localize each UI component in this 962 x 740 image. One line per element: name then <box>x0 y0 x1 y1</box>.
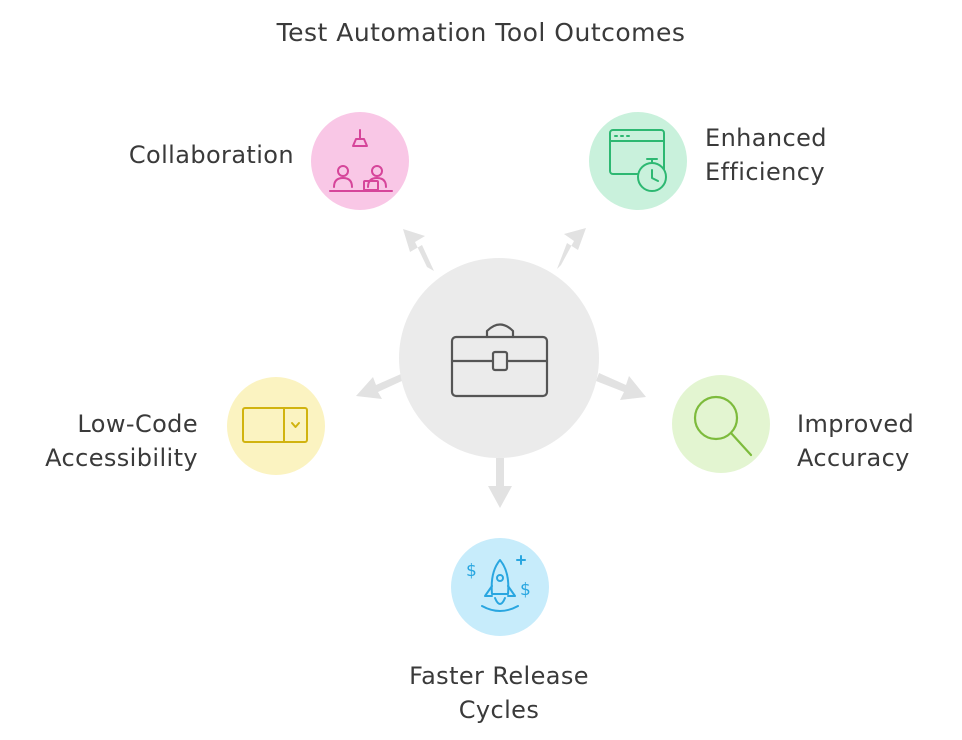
collaboration-circle <box>311 112 409 210</box>
label-collaboration: Collaboration <box>129 138 294 172</box>
arrow-to-efficiency <box>557 228 586 269</box>
label-lowcode-line-1: Low-Code <box>77 410 198 438</box>
magnifier-icon <box>693 395 753 457</box>
rocket-icon: $ $ <box>466 555 531 612</box>
label-release-line-2: Cycles <box>458 696 540 724</box>
arrow-to-collaboration <box>403 229 434 271</box>
browser-stopwatch-icon <box>609 129 667 192</box>
label-release-line-1: Faster Release <box>409 662 589 690</box>
lowcode-circle <box>227 377 325 475</box>
label-accuracy-line-1: Improved <box>797 410 915 438</box>
label-release: Faster Release Cycles <box>344 659 654 727</box>
label-lowcode: Low-Code Accessibility <box>45 407 198 475</box>
label-accuracy: Improved Accuracy <box>797 407 914 475</box>
team-collaboration-icon <box>329 129 393 192</box>
svg-text:$: $ <box>466 561 477 581</box>
toolbox-icon <box>450 323 549 398</box>
label-efficiency-line-2: Efficiency <box>705 158 825 186</box>
release-circle <box>451 538 549 636</box>
diagram-title: Test Automation Tool Outcomes <box>276 18 686 47</box>
arrow-to-lowcode <box>356 374 404 399</box>
arrow-to-release <box>488 458 512 508</box>
efficiency-circle <box>589 112 687 210</box>
label-collaboration-line: Collaboration <box>128 141 294 169</box>
arrow-to-accuracy <box>596 373 646 400</box>
label-accuracy-line-2: Accuracy <box>797 444 910 472</box>
accuracy-circle <box>672 375 770 473</box>
svg-text:$: $ <box>520 580 531 600</box>
label-efficiency: Enhanced Efficiency <box>705 121 827 189</box>
label-lowcode-line-2: Accessibility <box>45 444 198 472</box>
dropdown-field-icon <box>242 407 308 443</box>
label-efficiency-line-1: Enhanced <box>705 124 827 152</box>
